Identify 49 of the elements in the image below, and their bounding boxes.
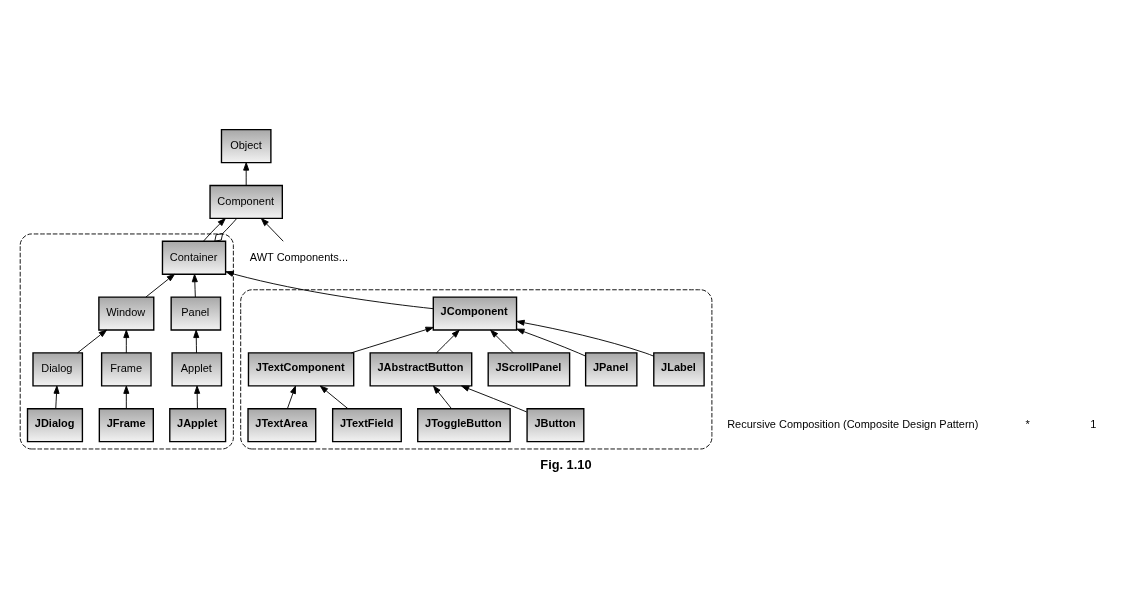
node-box: Dialog — [32, 351, 84, 387]
arrow — [77, 329, 107, 353]
node-box: JDialog — [26, 407, 84, 442]
node-box: JFrame — [98, 407, 154, 442]
connector — [214, 217, 238, 242]
cluster — [240, 288, 713, 449]
node-box: JLabel — [653, 351, 705, 387]
arrow — [225, 270, 434, 309]
arrow — [286, 385, 296, 409]
arrow — [123, 385, 130, 409]
node-box: Applet — [171, 351, 223, 387]
label: Recursive Composition (Composite Design Pattern) — [727, 417, 979, 430]
arrow — [145, 273, 175, 297]
node-box: JAbstractButton — [369, 351, 473, 387]
arrow — [53, 385, 60, 409]
arrow — [194, 385, 201, 409]
node-box: Container — [161, 240, 227, 275]
arrow — [191, 273, 198, 297]
arrow — [516, 328, 586, 356]
arrow — [123, 329, 130, 353]
node-box: JScrollPanel — [487, 351, 571, 387]
node-box: Component — [209, 184, 283, 219]
node-box: JComponent — [432, 295, 518, 331]
node-box: JTextArea — [247, 407, 317, 442]
node-box: JApplet — [169, 407, 227, 442]
node-box: Frame — [100, 351, 152, 387]
arrow — [350, 326, 434, 353]
arrow — [193, 329, 200, 353]
node-box: JPanel — [584, 351, 638, 387]
node-box: JToggleButton — [417, 407, 511, 442]
arrow — [319, 385, 349, 409]
node-box: JTextField — [331, 407, 402, 442]
arrow — [260, 217, 284, 242]
arrow — [490, 329, 514, 353]
arrow — [461, 384, 528, 412]
arrow — [436, 329, 460, 353]
arrow — [203, 217, 226, 242]
node-box: Object — [220, 128, 272, 163]
node-box: Window — [98, 295, 155, 331]
node-box: JTextComponent — [247, 351, 355, 387]
caption: Fig. 1.10 — [540, 456, 592, 472]
node-text: AWT Components... — [249, 250, 348, 263]
arrow — [243, 161, 250, 186]
node-box: Panel — [170, 295, 222, 331]
node-box: JButton — [526, 407, 585, 442]
arrow — [433, 385, 452, 409]
label: 1 — [1090, 417, 1097, 430]
label: * — [1025, 417, 1030, 430]
arrow — [516, 319, 655, 357]
